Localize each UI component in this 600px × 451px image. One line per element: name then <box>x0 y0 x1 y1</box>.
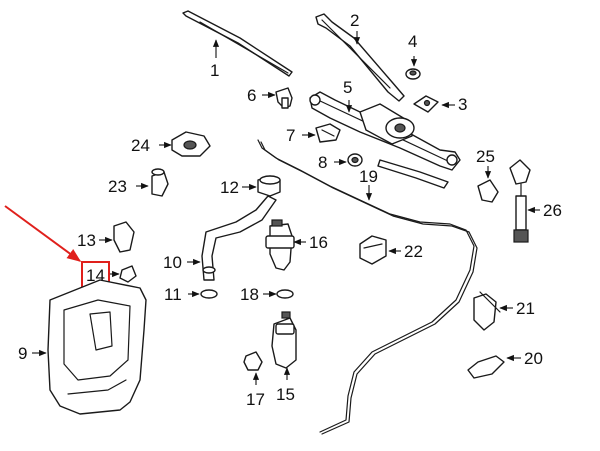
bolt-part <box>275 87 293 109</box>
callout-26: 26 <box>543 201 562 220</box>
bracket-part <box>315 123 341 143</box>
grommet-24-part <box>171 131 211 157</box>
callout-8: 8 <box>318 153 327 172</box>
hose-elbow-part <box>257 175 281 197</box>
wiper-blade-part <box>182 10 293 77</box>
callout-9: 9 <box>18 344 27 363</box>
callout-5: 5 <box>343 78 352 97</box>
washer-hose-part <box>257 139 478 435</box>
callout-10: 10 <box>163 253 182 272</box>
callout-14-highlight-arrow <box>4 205 82 262</box>
reservoir-part <box>47 279 147 415</box>
callout-11: 11 <box>164 285 182 304</box>
connector-20-part <box>467 355 505 379</box>
callout-22: 22 <box>404 242 423 261</box>
callout-7: 7 <box>286 126 295 145</box>
callout-18: 18 <box>240 285 259 304</box>
clip-part <box>473 291 501 331</box>
callout-3: 3 <box>458 95 467 114</box>
callout-20: 20 <box>524 349 543 368</box>
callout-4: 4 <box>408 32 417 51</box>
connector-22-part <box>359 235 387 265</box>
callout-17: 17 <box>246 390 265 409</box>
cap-part <box>413 95 439 113</box>
callout-2: 2 <box>350 11 359 30</box>
callout-19: 19 <box>359 167 378 186</box>
callout-12: 12 <box>220 178 239 197</box>
seal-18-part <box>276 289 294 299</box>
washer-pump-16-part <box>265 219 295 271</box>
grommet-17-part <box>243 351 263 371</box>
callout-13: 13 <box>77 231 96 250</box>
seal-11-part <box>200 289 218 299</box>
cap-14-part <box>119 265 137 283</box>
callout-15: 15 <box>276 385 295 404</box>
washer-pump-15-part <box>271 311 297 369</box>
callout-24: 24 <box>131 136 150 155</box>
callout-25: 25 <box>476 147 495 166</box>
nozzle-13-part <box>113 221 135 253</box>
wiper-arm-part <box>315 13 405 102</box>
callout-6: 6 <box>247 86 256 105</box>
callout-23: 23 <box>108 177 127 196</box>
callout-16: 16 <box>309 233 328 252</box>
callout-21: 21 <box>516 299 535 318</box>
callout-14: 14 <box>86 266 105 285</box>
nut-part <box>405 68 421 80</box>
callout-1: 1 <box>210 61 219 80</box>
grommet-part <box>347 153 363 167</box>
filler-neck-part <box>201 195 277 281</box>
nozzle-25-part <box>477 179 499 203</box>
headlamp-washer-part <box>509 159 531 243</box>
nozzle-23-part <box>151 168 169 197</box>
